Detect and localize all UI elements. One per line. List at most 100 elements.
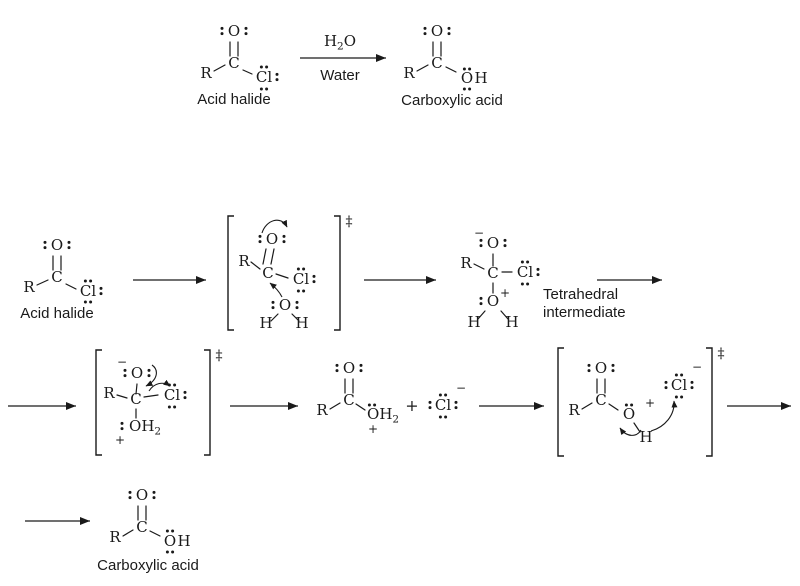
lone-pair-dot [220,32,224,36]
charge-plus: + [115,433,125,447]
charge-minus: − [692,360,702,374]
atom-C: C [51,268,62,286]
lone-pair-dot [167,383,171,387]
lone-pair-dot [128,496,132,500]
lone-pair-dot [690,380,694,384]
lone-pair-dot [428,400,432,404]
lone-pair-dot [479,244,483,248]
charge-minus: − [456,381,466,395]
lone-pair-dot [359,363,363,367]
right-bracket [334,215,341,331]
lone-pair-dot [271,300,275,304]
lone-pair-dot [312,280,316,284]
lone-pair-dot [680,395,684,399]
bond-line [65,283,77,290]
atom-Cl: Cl [435,396,451,414]
lone-pair-dot [271,306,275,310]
lone-pair-dot [259,65,263,69]
atom-O: O [266,230,278,248]
bond-line [445,66,457,73]
lone-pair-dot [83,279,87,283]
bond-line [608,403,619,411]
atom-R: R [23,278,35,296]
lone-pair-dot [503,238,507,242]
lone-pair-dot [183,396,187,400]
lone-pair-dot [83,300,87,304]
charge-minus: − [117,355,127,369]
lone-pair-dot [312,274,316,278]
right-bracket [204,349,211,456]
label-tetrahedral-2: intermediate [543,304,626,321]
atom-Cl: Cl [256,68,272,86]
lone-pair-dot [447,26,451,30]
bond-line [275,273,289,279]
lone-pair-dot [123,374,127,378]
atom-R: R [568,401,580,419]
lone-pair-dot [454,400,458,404]
group-OH2: OH2 [367,405,399,426]
lone-pair-dot [43,246,47,250]
bond-line [135,383,138,395]
lone-pair-dot [167,405,171,409]
lone-pair-dot [462,87,466,91]
atom-R: R [109,528,121,546]
lone-pair-dot [275,72,279,76]
lone-pair-dot [611,363,615,367]
atom-C: C [228,54,239,72]
atom-H: H [467,313,480,331]
bond-line [149,530,161,537]
lone-pair-dot [258,240,262,244]
lone-pair-dot [664,380,668,384]
bond-line [250,261,261,270]
atom-C: C [262,264,273,282]
bond-line [355,403,366,411]
lone-pair-dot [428,406,432,410]
atom-R: R [316,401,328,419]
lone-pair-dot [165,550,169,554]
charge-plus: + [645,396,655,410]
lone-pair-dot [147,368,151,372]
lone-pair-dot [128,490,132,494]
lone-pair-dot [444,415,448,419]
atom-Cl: Cl [293,270,309,288]
bond-line [36,279,49,286]
lone-pair-dot [259,87,263,91]
lone-pair-dot [444,393,448,397]
lone-pair-dot [462,67,466,71]
lone-pair-dot [282,240,286,244]
lone-pair-dot [526,260,530,264]
lone-pair-dot [296,289,300,293]
atom-C: C [136,518,147,536]
lone-pair-dot [152,496,156,500]
atom-Cl: Cl [517,263,533,281]
lone-pair-dot [438,393,442,397]
bond-line [143,394,159,398]
label-water: Water [320,67,359,84]
atom-O: O [461,69,473,87]
lone-pair-dot [423,32,427,36]
lone-pair-dot [67,240,71,244]
bond-line [633,422,641,433]
curved-electron-arrow [269,282,283,298]
lone-pair-dot [611,369,615,373]
lone-pair-dot [520,282,524,286]
atom-R: R [103,384,115,402]
atom-O: O [51,236,63,254]
charge-plus: + [500,286,510,300]
lone-pair-dot [123,368,127,372]
curved-electron-arrow [619,427,642,436]
atom-R: R [238,252,250,270]
bond-line [500,310,509,320]
lone-pair-dot [244,26,248,30]
lone-pair-dot [120,421,124,425]
lone-pair-dot [171,529,175,533]
curved-electron-arrow [145,364,157,387]
atom-O: O [228,22,240,40]
group-OH2: OH2 [129,417,161,438]
lone-pair-dot [526,282,530,286]
bond-line [262,248,267,265]
double-dagger: ‡ [346,214,353,230]
lone-pair-dot [664,386,668,390]
bond-line [473,263,485,270]
atom-O: O [595,359,607,377]
